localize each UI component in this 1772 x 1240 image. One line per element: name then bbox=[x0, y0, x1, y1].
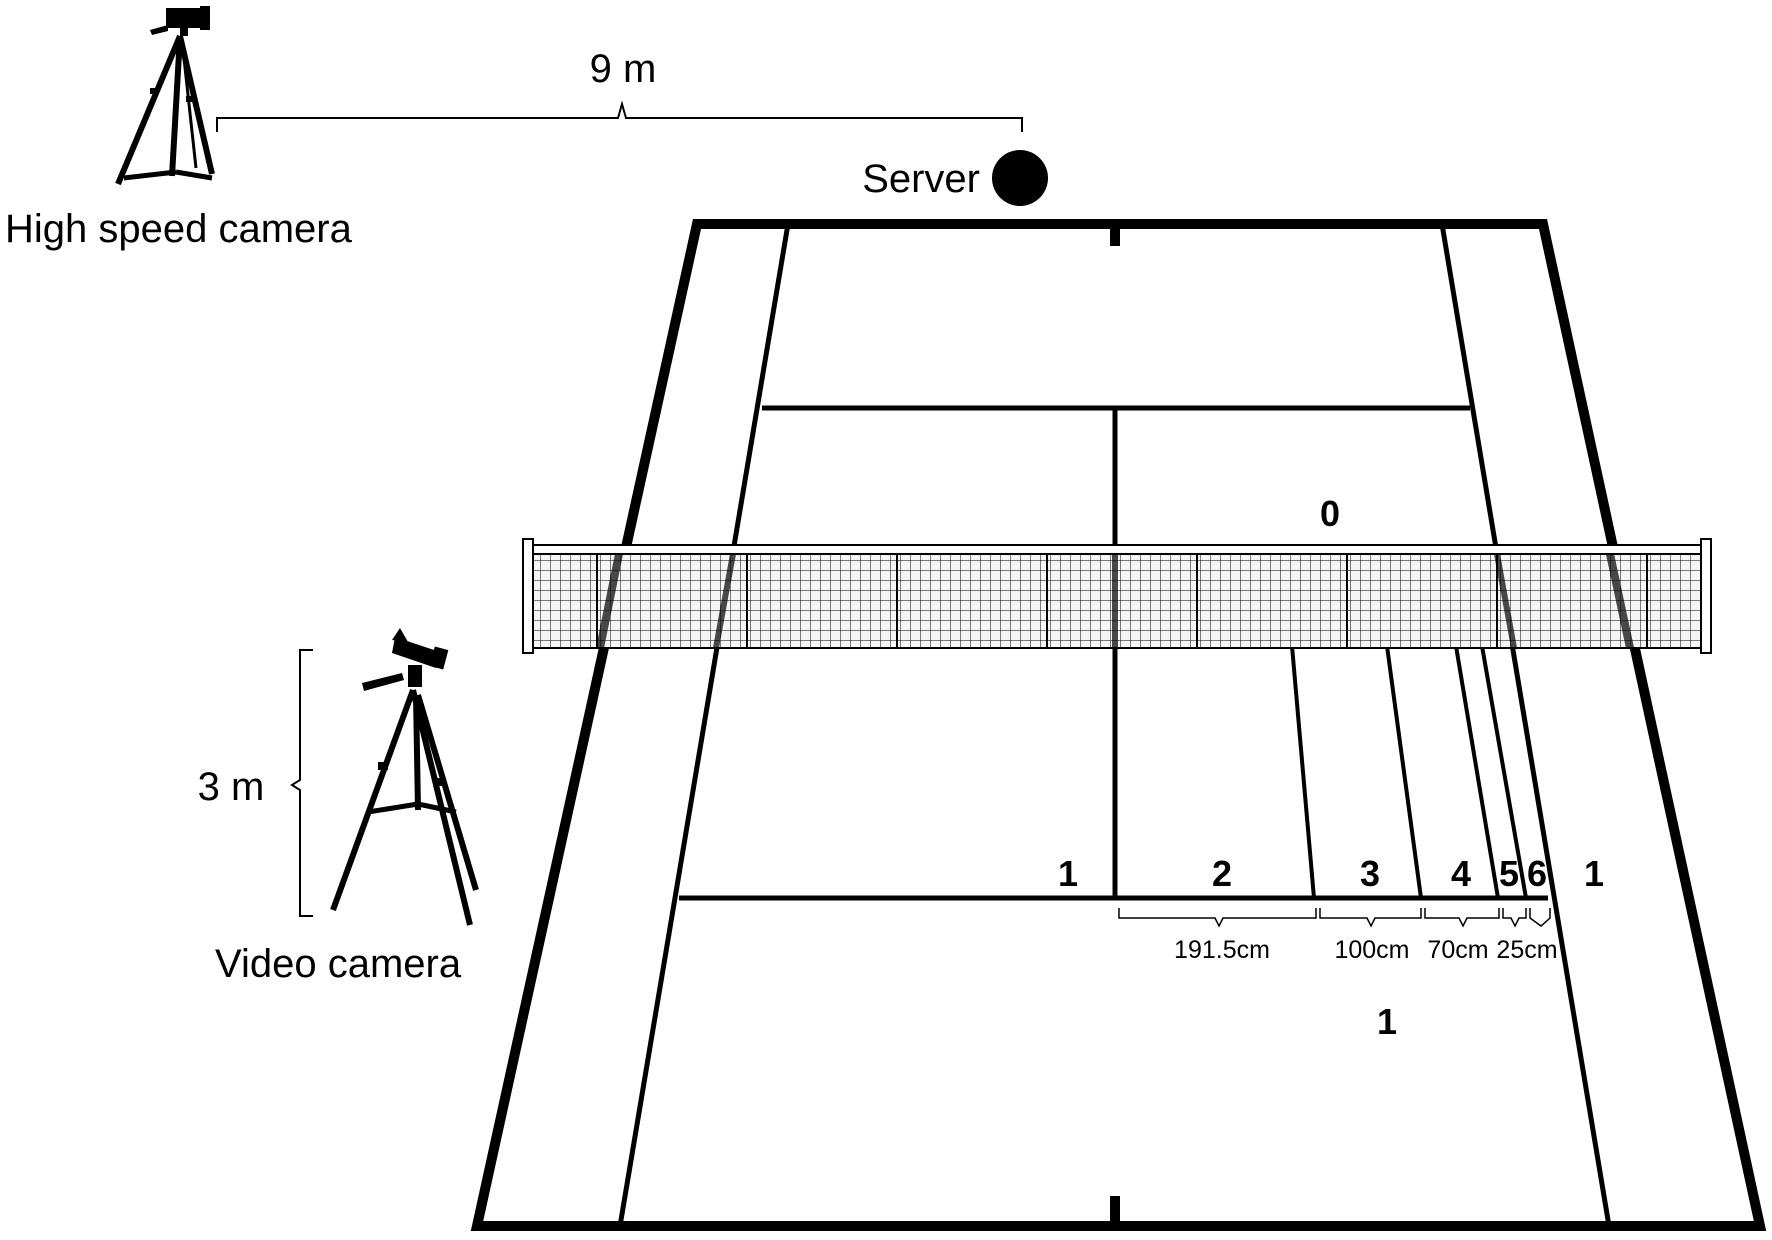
zone-line-3-4 bbox=[1385, 645, 1423, 899]
server-marker bbox=[992, 150, 1048, 206]
left-net-post bbox=[522, 538, 534, 654]
zone-label-2: 2 bbox=[1212, 853, 1232, 894]
right-singles-sideline bbox=[1439, 223, 1612, 1227]
right-net-post bbox=[1700, 538, 1712, 654]
zone-line-5-6 bbox=[1480, 645, 1528, 899]
zone-label-5: 5 bbox=[1499, 853, 1519, 894]
zone-label-6: 6 bbox=[1527, 853, 1547, 894]
zone-label-1-left: 1 bbox=[1058, 853, 1078, 894]
zone-label-4: 4 bbox=[1451, 853, 1471, 894]
zone-label-1-right: 1 bbox=[1584, 853, 1604, 894]
left-singles-sideline bbox=[617, 223, 791, 1227]
server-label: Server bbox=[862, 157, 980, 201]
zone-label-1-back: 1 bbox=[1377, 1001, 1397, 1042]
video-camera-icon bbox=[330, 628, 479, 926]
measurement-label-70: 70cm bbox=[1427, 936, 1488, 964]
high-speed-camera-label: High speed camera bbox=[5, 207, 353, 251]
distance-bracket-9m bbox=[216, 100, 1023, 132]
court-outline bbox=[470, 219, 1767, 1231]
zone-line-4-5 bbox=[1454, 645, 1500, 899]
measurement-brackets bbox=[1118, 908, 1551, 928]
measurement-label-100: 100cm bbox=[1334, 936, 1409, 964]
high-speed-camera-icon bbox=[115, 6, 215, 186]
video-camera-label: Video camera bbox=[215, 942, 462, 986]
measurement-label-25: 25cm bbox=[1496, 936, 1557, 964]
zone-label-0: 0 bbox=[1320, 493, 1340, 534]
distance-bracket-3m bbox=[290, 649, 313, 917]
zone-line-2-3 bbox=[1290, 645, 1316, 899]
measurement-label-191-5: 191.5cm bbox=[1174, 936, 1270, 964]
distance-label-3m: 3 m bbox=[198, 765, 265, 809]
distance-label-9m: 9 m bbox=[590, 47, 657, 91]
zone-label-3: 3 bbox=[1360, 853, 1380, 894]
